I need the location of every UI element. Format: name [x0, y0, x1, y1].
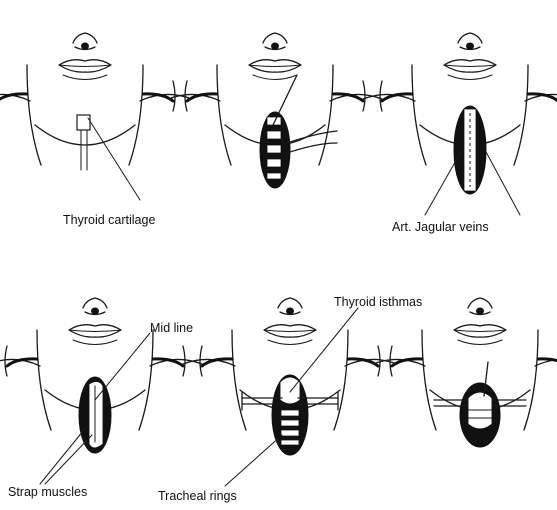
- leader-line-jugular-right: [485, 150, 520, 215]
- face-sketch: [454, 298, 506, 345]
- thyroid-cartilage-shape: [77, 115, 90, 130]
- face-sketch: [69, 298, 121, 345]
- instrument-sketch: [273, 75, 297, 125]
- leader-line-strap-1: [40, 425, 88, 484]
- label-thyroid-cartilage: Thyroid cartilage: [63, 213, 155, 227]
- step-3-panel: [363, 33, 557, 194]
- step-6-panel: [373, 298, 557, 447]
- leader-line-tracheal-rings: [225, 435, 282, 486]
- label-jugular-veins: Art. Jagular veins: [392, 220, 489, 234]
- face-sketch: [59, 33, 111, 80]
- strap-muscle-sketch: [89, 381, 103, 448]
- step-5-panel: [183, 298, 397, 455]
- step-1-panel: [0, 33, 192, 170]
- label-strap-muscles: Strap muscles: [8, 485, 87, 499]
- label-thyroid-isthmus: Thyroid isthmas: [334, 295, 422, 309]
- leader-line-strap-2: [45, 435, 92, 484]
- face-sketch: [264, 298, 316, 345]
- leader-line-jugular-left: [425, 150, 462, 215]
- label-tracheal-rings: Tracheal rings: [158, 489, 237, 503]
- face-sketch: [444, 33, 496, 80]
- step-2-panel: [168, 33, 382, 188]
- leader-line-mid-line: [95, 333, 150, 400]
- label-mid-line: Mid line: [150, 321, 193, 335]
- leader-line-thyroid-cartilage: [88, 118, 140, 200]
- face-sketch: [249, 33, 301, 80]
- trachea-sketch: [81, 130, 87, 170]
- thyroid-isthmus-sketch: [280, 377, 300, 404]
- neck-outline: [0, 65, 192, 165]
